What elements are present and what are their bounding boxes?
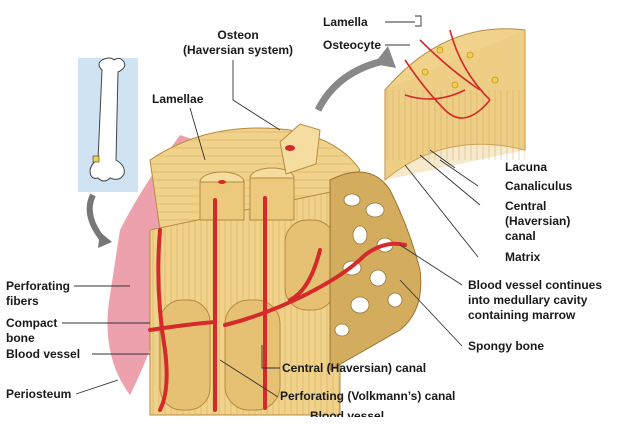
- spongy-bone-shape: [329, 171, 422, 371]
- label-blood-vessel-bottom: Blood vessel: [310, 409, 385, 417]
- femur-inset: [78, 57, 138, 192]
- label-blood-vessel: Blood vessel: [6, 347, 81, 361]
- label-lacuna: Lacuna: [505, 160, 548, 174]
- lamella-inset: [384, 28, 526, 182]
- label-canaliculus: Canaliculus: [505, 179, 573, 193]
- label-spongy-bone: Spongy bone: [468, 339, 544, 353]
- leader-lines: [62, 21, 481, 398]
- inset-zoom-arrow: [314, 56, 389, 112]
- label-perforating-canal: Perforating (Volkmann’s) canal: [280, 389, 456, 403]
- label-matrix: Matrix: [505, 250, 541, 264]
- label-osteon: Osteon (Haversian system): [183, 28, 294, 57]
- label-periosteum: Periosteum: [6, 387, 72, 401]
- label-perforating-fibers: Perforating fibers: [6, 279, 71, 308]
- label-lamellae: Lamellae: [152, 92, 204, 106]
- raised-osteons: [199, 123, 321, 221]
- label-compact-bone: Compact bone: [6, 316, 58, 345]
- label-central-canal: Central (Haversian) canal: [282, 361, 427, 375]
- label-blood-vessel-continues: Blood vessel continues into medullary ca…: [468, 278, 603, 322]
- label-central-canal-inset: Central (Haversian) canal: [505, 199, 571, 243]
- label-lamella: Lamella: [323, 15, 368, 29]
- label-osteocyte: Osteocyte: [323, 38, 382, 52]
- inset-arrow-head: [98, 232, 112, 248]
- blood-vessels: [148, 196, 407, 412]
- inset-zoom-arrow-head: [374, 46, 396, 68]
